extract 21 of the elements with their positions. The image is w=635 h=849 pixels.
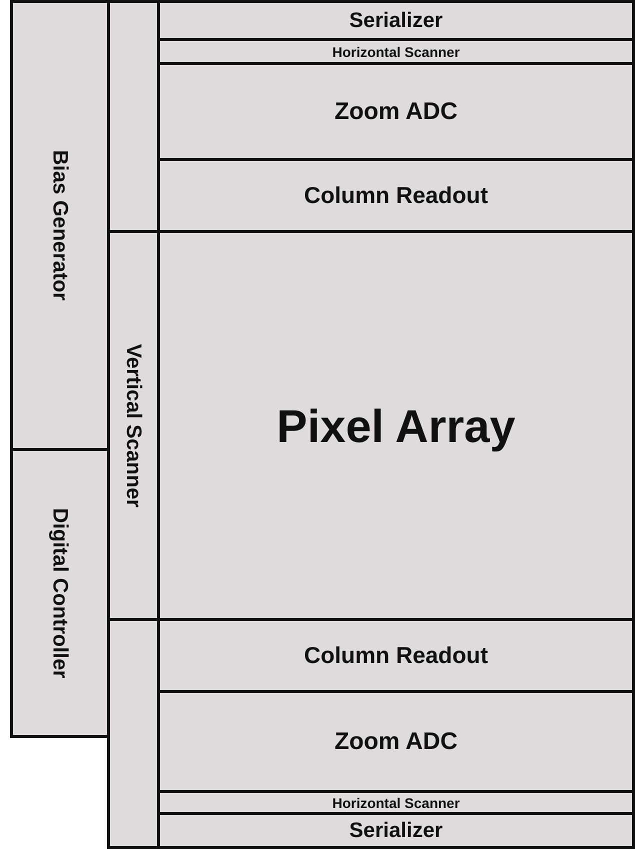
block-label: Digital Controller: [50, 508, 70, 678]
block-label: Vertical Scanner: [123, 344, 144, 508]
circuit-block: [10, 0, 110, 451]
block-label: Serializer: [349, 820, 443, 841]
block-label: Zoom ADC: [334, 730, 458, 754]
block-label: Zoom ADC: [334, 100, 458, 124]
circuit-block: [157, 0, 635, 41]
circuit-block: [157, 690, 635, 793]
circuit-block: [157, 158, 635, 233]
block-label: Column Readout: [304, 644, 488, 667]
block-label: Horizontal Scanner: [332, 796, 460, 810]
block-label: Horizontal Scanner: [332, 44, 460, 58]
circuit-block: [107, 230, 160, 621]
circuit-block: [157, 812, 635, 849]
circuit-block: [157, 618, 635, 693]
block-label: Bias Generator: [50, 150, 70, 301]
circuit-block: [157, 230, 635, 621]
block-label: Column Readout: [304, 184, 488, 207]
circuit-block: [10, 448, 110, 738]
circuit-block: [157, 62, 635, 161]
block-label: Serializer: [349, 10, 443, 31]
